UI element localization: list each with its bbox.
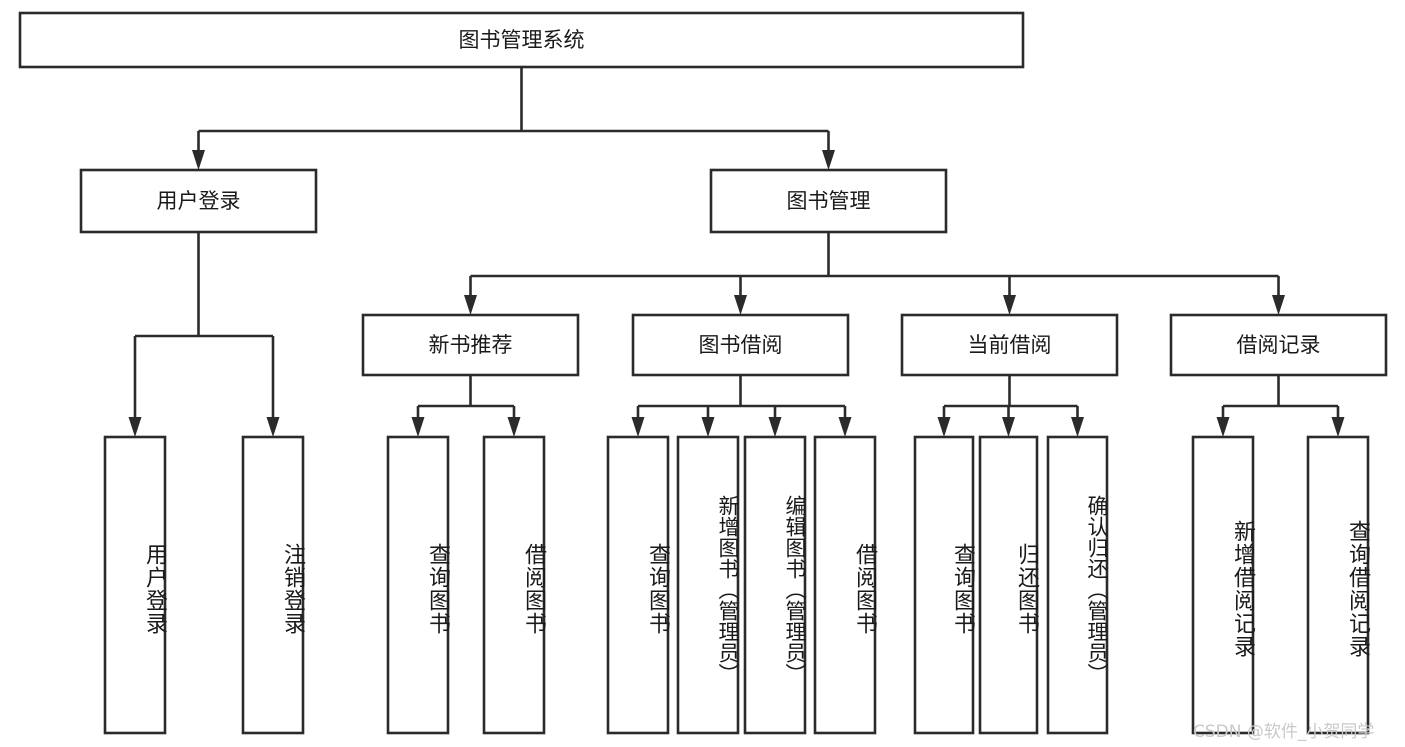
arrowhead-icon bbox=[1272, 295, 1285, 315]
arrowhead-icon bbox=[1216, 417, 1230, 437]
node-label: 用户登录 bbox=[157, 189, 241, 213]
node-book-manage[interactable]: 图书管理 bbox=[709, 168, 948, 234]
arrowhead-icon bbox=[822, 150, 835, 170]
node-leaf-logout[interactable] bbox=[241, 435, 305, 735]
node-leaf-add-record[interactable] bbox=[1191, 435, 1255, 735]
node-leaf-edit-book[interactable] bbox=[743, 435, 807, 735]
arrowhead-icon bbox=[128, 417, 142, 437]
node-box[interactable] bbox=[103, 435, 167, 735]
connector-group bbox=[1216, 375, 1345, 437]
connector-group bbox=[464, 232, 1285, 315]
connector-group bbox=[937, 375, 1084, 437]
arrowhead-icon bbox=[768, 417, 782, 437]
node-leaf-borrow-book-rec[interactable] bbox=[482, 435, 546, 735]
node-box[interactable] bbox=[241, 435, 305, 735]
node-label: 图书管理 bbox=[787, 189, 871, 213]
node-box[interactable] bbox=[79, 168, 318, 234]
node-leaf-query-book-borrow[interactable] bbox=[606, 435, 670, 735]
arrowhead-icon bbox=[1071, 417, 1084, 437]
arrowhead-icon bbox=[266, 417, 280, 437]
arrowhead-icon bbox=[464, 295, 477, 315]
node-current-borrow[interactable]: 当前借阅 bbox=[900, 313, 1119, 377]
node-leaf-borrow-book[interactable] bbox=[813, 435, 877, 735]
arrowhead-icon bbox=[838, 417, 852, 437]
node-label: 图书借阅 bbox=[699, 333, 783, 357]
node-leaf-query-book-rec[interactable] bbox=[386, 435, 450, 735]
node-box[interactable] bbox=[813, 435, 877, 735]
arrowhead-icon bbox=[734, 295, 747, 315]
node-box[interactable] bbox=[1046, 435, 1109, 735]
node-box[interactable] bbox=[978, 435, 1039, 735]
connector-group bbox=[192, 67, 835, 170]
node-box[interactable] bbox=[1306, 435, 1370, 735]
arrowhead-icon bbox=[631, 417, 645, 437]
node-box[interactable] bbox=[1169, 313, 1388, 377]
node-book-borrow[interactable]: 图书借阅 bbox=[631, 313, 850, 377]
node-box[interactable] bbox=[631, 313, 850, 377]
connector-group bbox=[128, 232, 280, 437]
arrowhead-icon bbox=[701, 417, 715, 437]
node-leaf-query-record[interactable] bbox=[1306, 435, 1370, 735]
node-box[interactable] bbox=[900, 313, 1119, 377]
node-leaf-user-login[interactable] bbox=[103, 435, 167, 735]
node-label: 新书推荐 bbox=[429, 333, 513, 357]
node-box[interactable] bbox=[18, 11, 1025, 69]
arrowhead-icon bbox=[507, 417, 521, 437]
node-box[interactable] bbox=[386, 435, 450, 735]
connector-layer bbox=[128, 67, 1345, 437]
arrowhead-icon bbox=[1003, 295, 1016, 315]
csdn-watermark: CSDN @软件_小贺同学 bbox=[1193, 722, 1375, 742]
node-box[interactable] bbox=[709, 168, 948, 234]
arrowhead-icon bbox=[937, 417, 951, 437]
node-root[interactable]: 图书管理系统 bbox=[18, 11, 1025, 69]
arrowhead-icon bbox=[411, 417, 425, 437]
node-box[interactable] bbox=[361, 313, 580, 377]
connector-group bbox=[631, 375, 852, 437]
arrowhead-icon bbox=[1331, 417, 1345, 437]
node-new-book-rec[interactable]: 新书推荐 bbox=[361, 313, 580, 377]
node-box[interactable] bbox=[1191, 435, 1255, 735]
arrowhead-icon bbox=[192, 150, 205, 170]
node-box[interactable] bbox=[913, 435, 975, 735]
node-leaf-return-book[interactable] bbox=[978, 435, 1039, 735]
node-label: 借阅记录 bbox=[1237, 333, 1321, 357]
node-box[interactable] bbox=[606, 435, 670, 735]
node-leaf-query-book-cur[interactable] bbox=[913, 435, 975, 735]
node-box[interactable] bbox=[743, 435, 807, 735]
node-user-login[interactable]: 用户登录 bbox=[79, 168, 318, 234]
node-leaf-add-book[interactable] bbox=[676, 435, 740, 735]
node-label: 图书管理系统 bbox=[459, 28, 585, 52]
arrowhead-icon bbox=[1002, 417, 1015, 437]
node-label: 当前借阅 bbox=[968, 333, 1052, 357]
node-box[interactable] bbox=[676, 435, 740, 735]
node-box[interactable] bbox=[482, 435, 546, 735]
node-borrow-record[interactable]: 借阅记录 bbox=[1169, 313, 1388, 377]
connector-group bbox=[411, 375, 521, 437]
node-leaf-confirm-return[interactable] bbox=[1046, 435, 1109, 735]
